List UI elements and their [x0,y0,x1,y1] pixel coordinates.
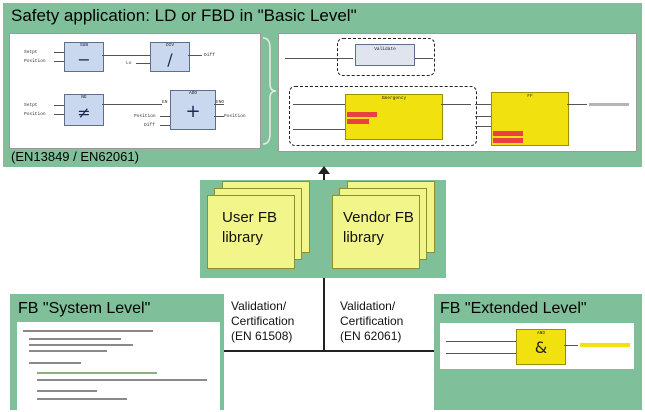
user-fb-library-line2: library [222,229,263,246]
validation-right-1: Validation/ [340,299,396,313]
extended-fbd-diagram: AND & [440,323,634,369]
ne-block: NE ≠ [64,94,104,126]
vendor-fb-library-line2: library [343,229,384,246]
validation-left-2: Certification [231,314,295,328]
div-block: DIV / [150,42,190,72]
validate-block: Validate [355,44,415,66]
arrow-up-icon [318,166,330,174]
emergency-red-2 [347,119,369,124]
and-block: AND & [516,329,566,365]
validate-group [337,38,435,76]
horizontal-connector [224,350,438,352]
user-lib-sheet-1 [207,195,295,269]
validation-right-3: (EN 62061) [340,329,402,343]
user-fb-library-line1: User FB [222,209,278,226]
ff-red-2 [493,138,523,143]
fbd-diagram-right: Validate Emergency FF [278,33,637,152]
vendor-fb-library-line1: Vendor FB [343,209,414,226]
system-level-title: FB "System Level" [18,300,151,317]
emergency-block: Emergency [345,94,443,140]
ff-red-1 [493,131,523,136]
ff-block: FF [491,92,569,146]
standards-footnote: (EN13849 / EN62061) [11,149,139,164]
basic-level-title: Safety application: LD or FBD in "Basic … [11,6,357,25]
sub-symbol: − [77,50,91,69]
center-vertical-line [323,278,325,350]
and-symbol: & [534,338,548,357]
vendor-lib-sheet-1 [332,195,420,269]
validation-right-2: Certification [340,314,404,328]
div-symbol: / [167,50,173,69]
structured-text-code [17,322,220,410]
add-symbol: + [185,101,201,122]
validation-left-1: Validation/ [231,299,287,313]
add-block: ADD + [170,90,216,130]
extended-level-title: FB "Extended Level" [440,300,587,317]
fbd-diagram-left: SUB − DIV / Setpt Position Lo Diff NE ≠ … [9,33,261,149]
emergency-red-1 [347,112,377,117]
ne-symbol: ≠ [77,103,91,122]
sub-block: SUB − [64,42,104,72]
validation-left-3: (EN 61508) [231,329,293,343]
brace-icon [262,37,277,145]
arrow-to-top-line [323,172,325,180]
